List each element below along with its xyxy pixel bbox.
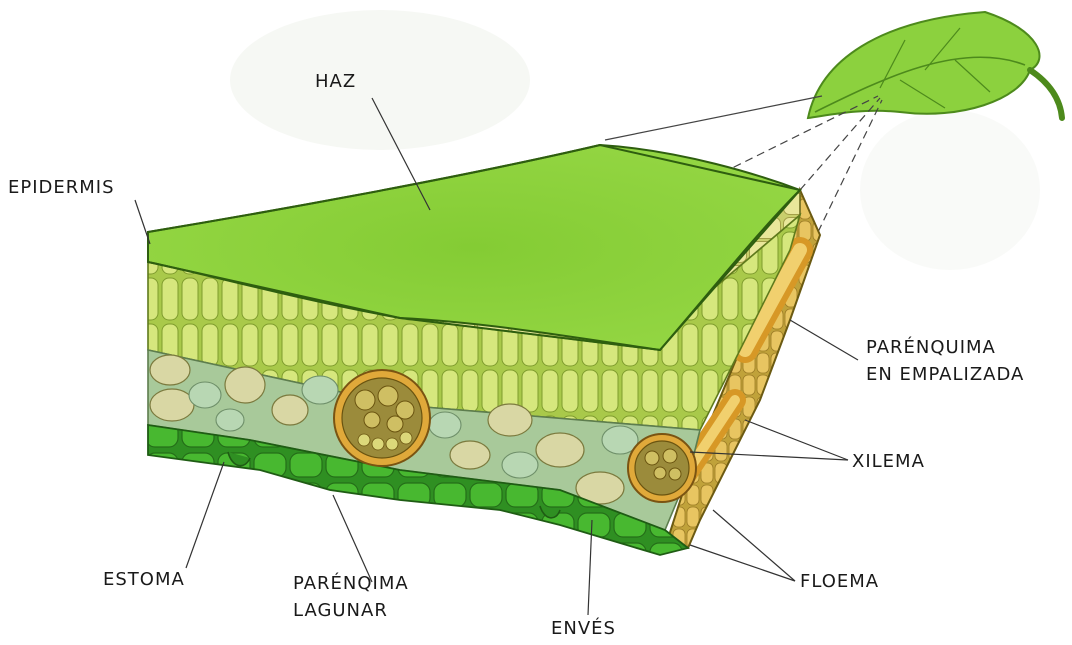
label-parenquima-empalizada-line2: EN EMPALIZADA — [866, 363, 1024, 387]
label-estoma: ESTOMA — [103, 568, 185, 592]
leaf-icon — [808, 12, 1062, 118]
label-parenquima-lagunar-line1: PARÉNQIMA — [293, 572, 409, 596]
label-enves: ENVÉS — [551, 617, 616, 641]
label-epidermis: EPIDERMIS — [8, 176, 115, 200]
label-xilema: XILEMA — [852, 450, 925, 474]
label-floema: FLOEMA — [800, 570, 879, 594]
vascular-bundle-main — [334, 370, 430, 466]
label-haz: HAZ — [315, 70, 356, 94]
label-parenquima-lagunar-line2: LAGUNAR — [293, 599, 388, 623]
vascular-bundle-side — [628, 434, 696, 502]
label-parenquima-empalizada-line1: PARÉNQUIMA — [866, 336, 996, 360]
